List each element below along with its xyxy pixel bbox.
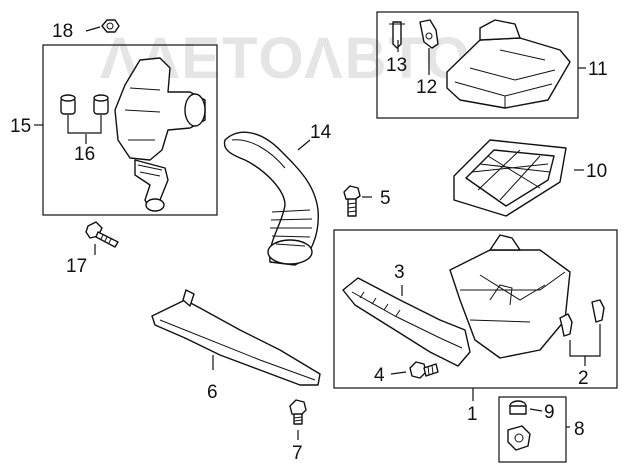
callout-13: 13 xyxy=(386,55,407,76)
callout-4: 4 xyxy=(374,365,385,386)
callout-14: 14 xyxy=(310,122,332,143)
group-frame-11 xyxy=(376,11,579,119)
part-12-bracket xyxy=(419,19,439,49)
leader-lines xyxy=(34,26,601,440)
group-frame-1 xyxy=(333,229,618,389)
callout-8: 8 xyxy=(574,419,585,440)
callout-16: 16 xyxy=(74,144,95,165)
part-9-grommet xyxy=(509,400,527,415)
part-17-bolt xyxy=(85,221,119,248)
part-8-clip xyxy=(507,425,531,451)
callout-10: 10 xyxy=(586,161,607,182)
group-frame-8 xyxy=(498,396,567,463)
callout-17: 17 xyxy=(66,256,87,277)
group-frame-15 xyxy=(42,44,218,216)
callout-15: 15 xyxy=(10,116,31,137)
part-11-cover xyxy=(446,19,571,109)
callout-2: 2 xyxy=(578,368,589,389)
part-3-duct xyxy=(342,277,471,367)
part-14-hose xyxy=(223,131,319,266)
part-1-housing xyxy=(449,234,571,359)
part-13-clip xyxy=(389,21,405,49)
callout-12: 12 xyxy=(416,77,437,98)
part-4-bolt xyxy=(409,361,439,379)
part-7-bolt xyxy=(289,399,307,425)
callout-11: 11 xyxy=(588,59,608,80)
callout-1: 1 xyxy=(467,404,478,425)
callout-3: 3 xyxy=(394,262,405,283)
callout-5: 5 xyxy=(380,188,391,209)
part-15-resonator xyxy=(114,57,206,212)
callout-18: 18 xyxy=(52,21,73,42)
callout-6: 6 xyxy=(207,382,218,403)
callout-7: 7 xyxy=(292,443,303,464)
callout-9: 9 xyxy=(544,402,555,423)
part-5-bolt xyxy=(343,185,361,217)
part-16-grommet-left xyxy=(60,94,76,115)
part-2-hose-left xyxy=(559,313,573,337)
part-6-deflector xyxy=(151,289,321,386)
part-16-grommet-right xyxy=(93,94,109,115)
part-10-filter xyxy=(453,139,567,217)
part-2-hose-right xyxy=(591,299,605,323)
part-18-nut xyxy=(101,19,120,33)
callout-labels: 18 15 16 17 14 5 13 12 11 10 3 2 4 1 6 7… xyxy=(10,21,608,464)
